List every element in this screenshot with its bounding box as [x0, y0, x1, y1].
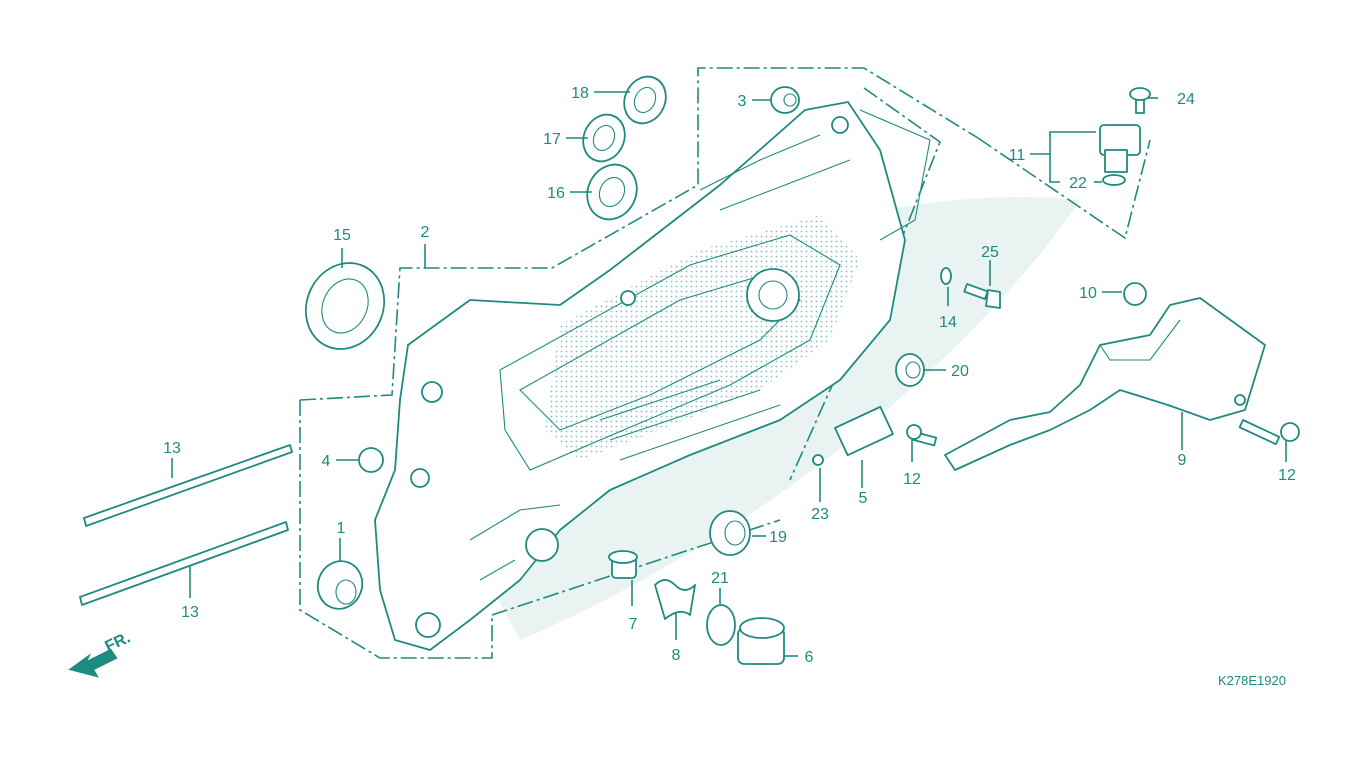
- callout-23: 23: [811, 506, 829, 523]
- callout-12-b: 12: [1278, 467, 1296, 484]
- callout-7: 7: [629, 616, 638, 633]
- callout-24: 24: [1177, 91, 1195, 108]
- front-direction-label: FR.: [103, 629, 134, 655]
- callout-21: 21: [711, 570, 729, 587]
- callout-11: 11: [1009, 147, 1026, 164]
- drawing-code: K278E1920: [1218, 673, 1286, 688]
- stud-bolts: [79, 444, 293, 606]
- callout-19: 19: [769, 529, 787, 546]
- callout-9: 9: [1178, 452, 1187, 469]
- callout-17: 17: [543, 131, 561, 148]
- callout-6: 6: [805, 649, 814, 666]
- leader-lines: [171, 91, 1287, 657]
- front-direction-arrow-icon: FR.: [68, 629, 134, 678]
- callout-25: 25: [981, 244, 999, 261]
- callout-15: 15: [333, 227, 351, 244]
- callout-labels: 1 2 3 4 5 6 7 8 9 10 11 12 12 13 13 14 1…: [163, 85, 1296, 666]
- callout-5: 5: [859, 490, 868, 507]
- callout-22: 22: [1069, 175, 1087, 192]
- callout-2: 2: [421, 224, 430, 241]
- callout-12-a: 12: [903, 471, 921, 488]
- callout-4: 4: [322, 453, 331, 470]
- fasteners: [608, 87, 1300, 665]
- bearings: [304, 75, 1147, 646]
- callout-8: 8: [672, 647, 681, 664]
- callout-16: 16: [547, 185, 565, 202]
- callout-3: 3: [738, 93, 747, 110]
- callout-10: 10: [1079, 285, 1097, 302]
- crankcase-housing: [374, 101, 931, 651]
- callout-1: 1: [337, 520, 346, 537]
- lever-arm: [944, 297, 1266, 471]
- callout-13-b: 13: [181, 604, 199, 621]
- callout-18: 18: [571, 85, 589, 102]
- callout-14: 14: [939, 314, 957, 331]
- callout-20: 20: [951, 363, 969, 380]
- callout-13-a: 13: [163, 440, 181, 457]
